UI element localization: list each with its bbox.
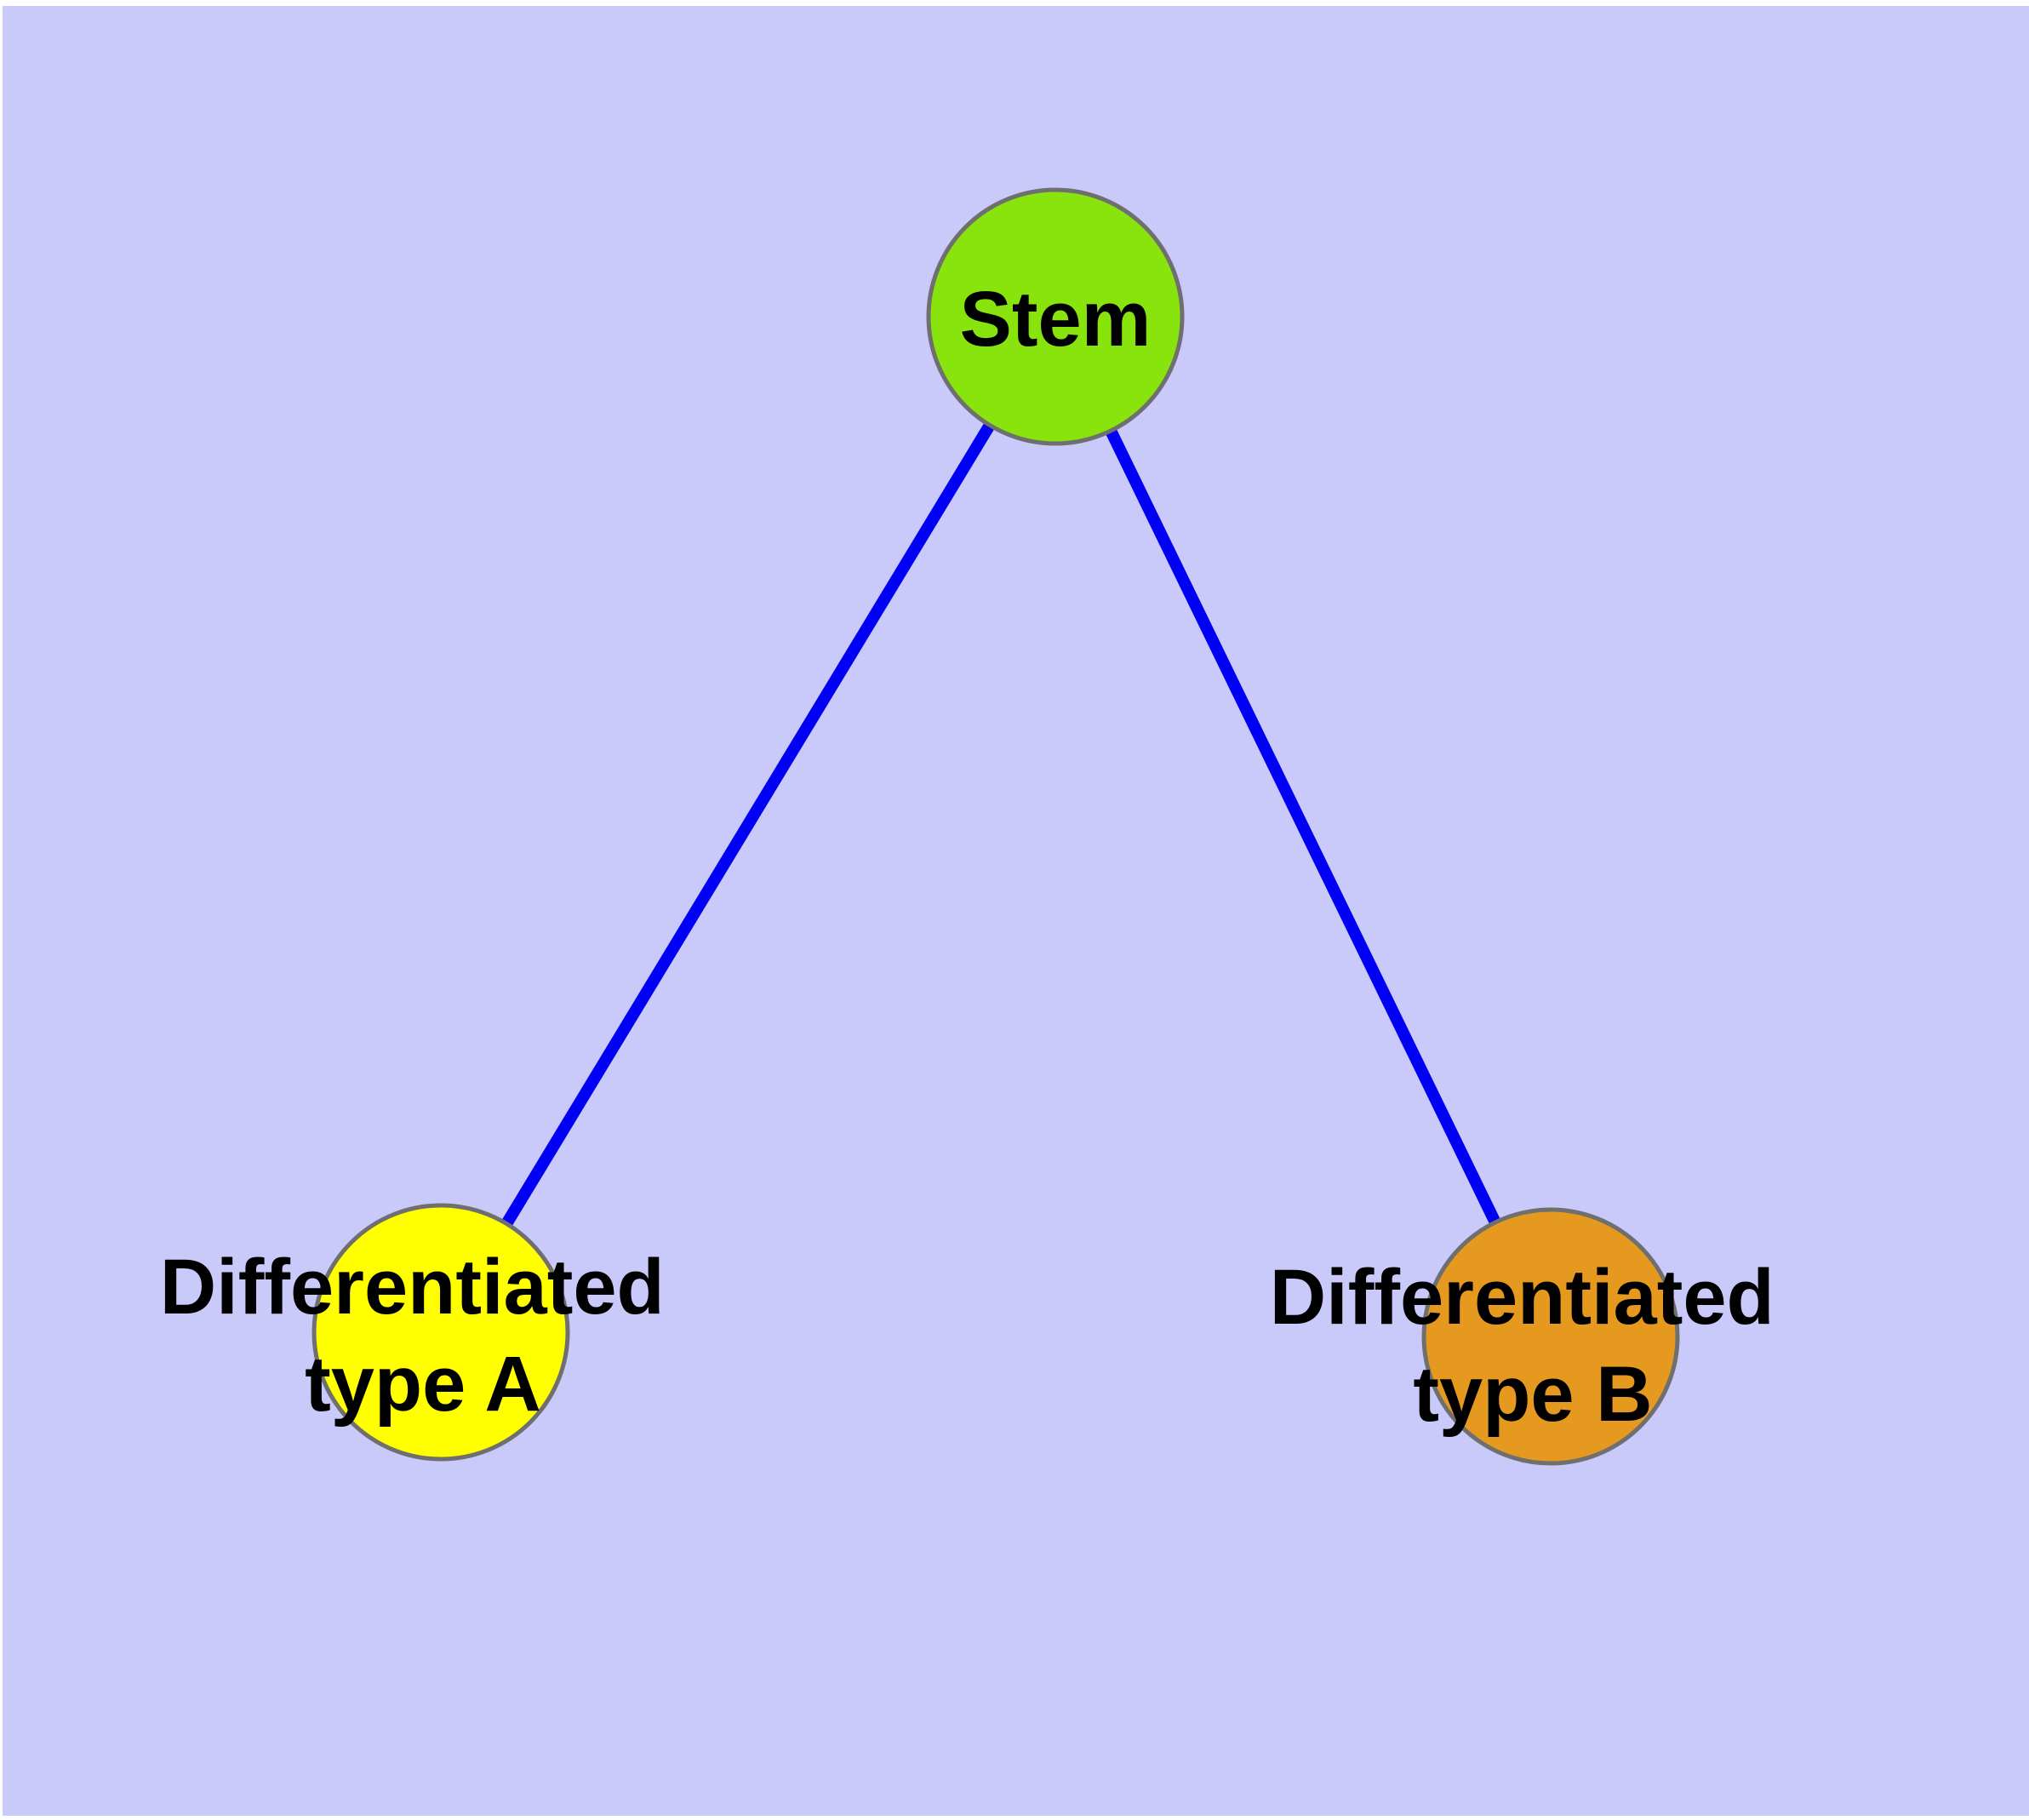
- nodes: [311, 187, 1680, 1466]
- edge-stem-to-differentiated-type-a: [436, 313, 1060, 1336]
- node-differentiated-type-b: [1421, 1207, 1680, 1466]
- node-stem-label: Stem: [960, 276, 1152, 363]
- node-differentiated-type-a-label: Differentiated type A: [160, 1244, 687, 1428]
- label-line: Differentiated: [160, 1244, 665, 1331]
- label-line: type B: [1413, 1351, 1652, 1438]
- edge-stem-to-differentiated-type-b: [1049, 313, 1557, 1340]
- node-differentiated-type-a: [311, 1203, 570, 1462]
- label-line: type A: [305, 1341, 541, 1428]
- node-stem: [926, 187, 1185, 446]
- label-line: Differentiated: [1270, 1254, 1775, 1341]
- node-differentiated-type-b-label: Differentiated type B: [1270, 1254, 1797, 1438]
- edges: [436, 313, 1557, 1340]
- node-labels: Stem Differentiated type A Differentiate…: [160, 276, 1797, 1438]
